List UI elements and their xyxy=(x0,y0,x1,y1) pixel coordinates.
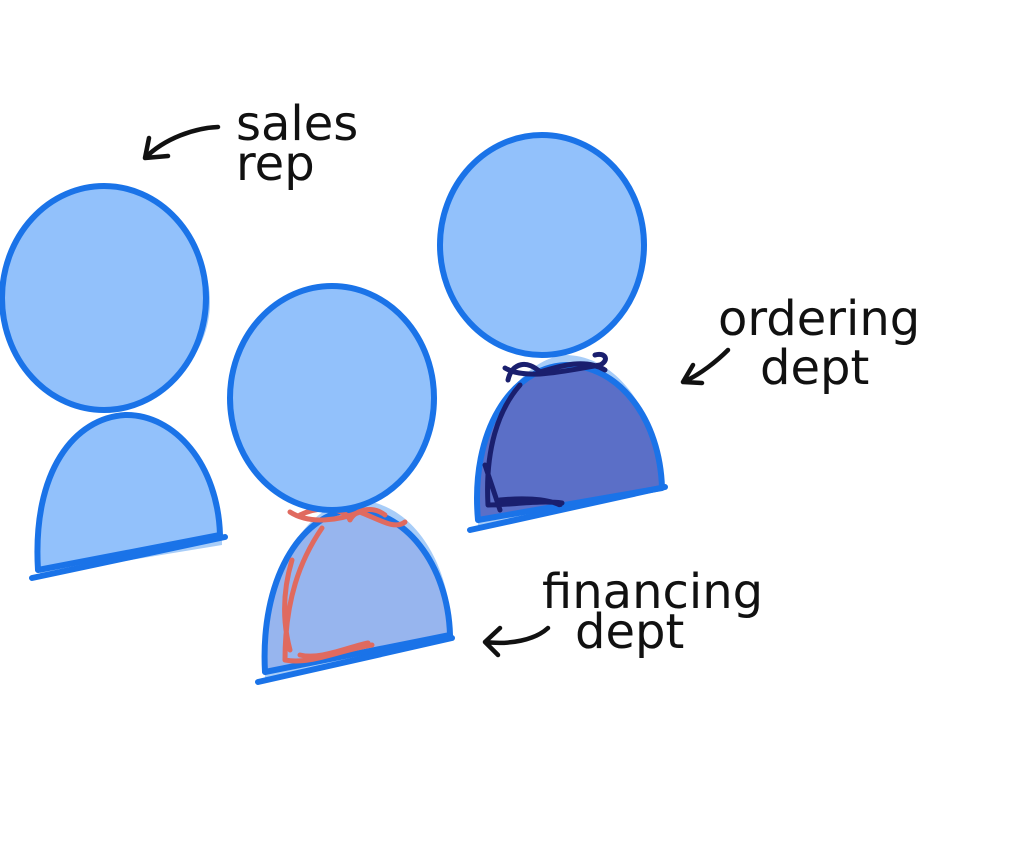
person-financing-dept-head xyxy=(227,283,437,513)
ordering-dept-label-line2: dept xyxy=(760,340,869,396)
person-ordering-dept-head xyxy=(437,132,647,358)
person-sales-rep-baseline xyxy=(29,534,228,581)
person-sales-rep-body xyxy=(34,411,223,573)
annotation-financing-dept: financing dept xyxy=(482,564,763,660)
annotation-sales-rep: sales rep xyxy=(142,96,358,192)
sales-rep-label-line2: rep xyxy=(236,136,315,192)
person-financing-dept-baseline xyxy=(255,635,455,685)
financing-dept-label-line1: financing xyxy=(542,564,763,620)
person-sales-rep-head xyxy=(0,183,209,413)
person-ordering-dept-scribble xyxy=(482,351,608,513)
person-financing-dept xyxy=(227,283,455,685)
ordering-dept-label-line1: ordering xyxy=(718,291,920,347)
annotation-ordering-dept: ordering dept xyxy=(680,291,920,396)
person-sales-rep xyxy=(0,183,228,581)
financing-dept-label-line2: dept xyxy=(575,604,684,660)
person-ordering-dept-baseline xyxy=(467,484,668,533)
person-ordering-dept xyxy=(437,132,668,533)
arrow-icon xyxy=(482,625,551,658)
arrow-icon xyxy=(680,347,731,386)
sales-rep-label-line1: sales xyxy=(236,96,358,152)
person-financing-dept-scribble xyxy=(282,506,408,664)
arrow-icon xyxy=(142,124,221,161)
